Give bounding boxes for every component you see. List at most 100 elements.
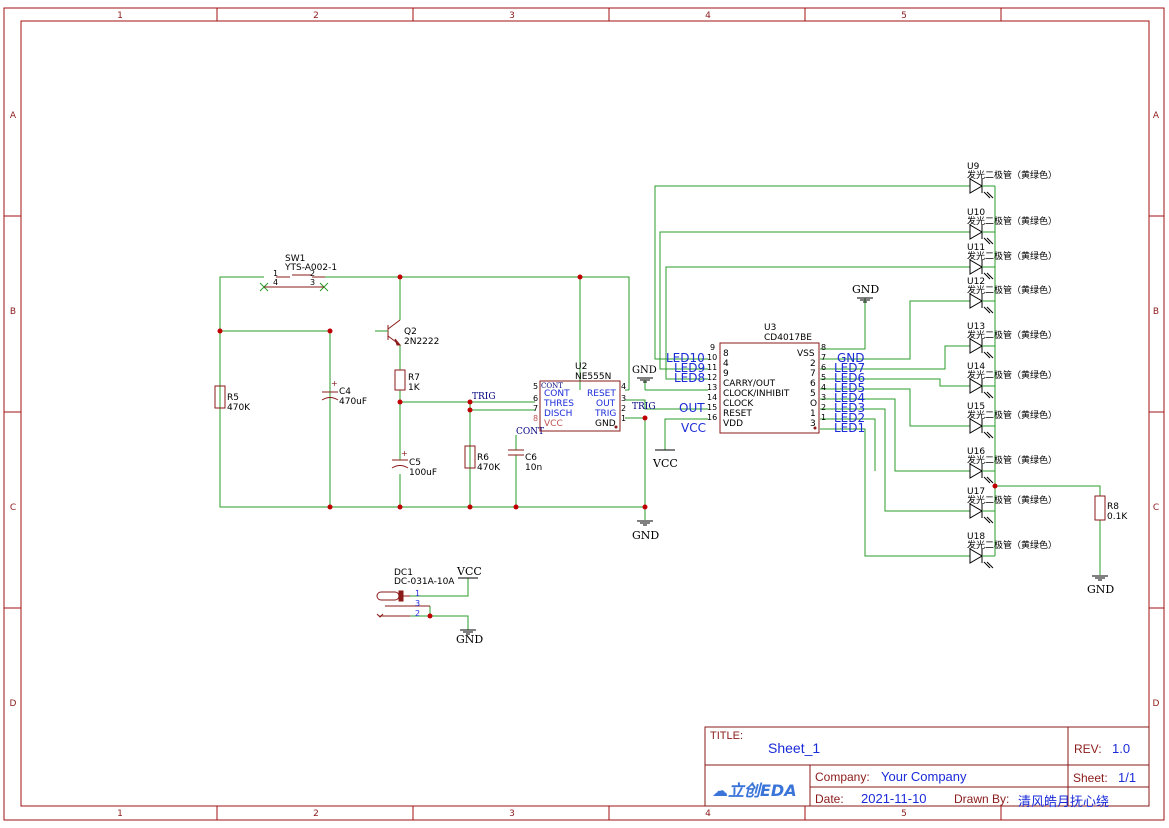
q2-value: 2N2222 <box>404 337 439 347</box>
c5-value: 100uF <box>409 468 437 478</box>
u3-pin-name: O <box>810 399 817 409</box>
led-ref: U13 <box>967 322 985 332</box>
led-ref: U11 <box>967 243 985 253</box>
company-label: Company: <box>815 770 870 784</box>
u3-pin-num: 13 <box>707 383 717 392</box>
date-label: Date: <box>815 792 844 806</box>
rev-value: 1.0 <box>1112 741 1131 756</box>
led-value: 发光二极管（黄绿色） <box>967 169 1057 181</box>
u2-pin-num: 3 <box>621 394 626 403</box>
net-label-led: LED4 <box>834 391 865 405</box>
led-value: 发光二极管（黄绿色） <box>967 250 1057 262</box>
row-label: A <box>1153 111 1160 121</box>
u3-pin-name: 3 <box>810 419 816 429</box>
u3-pin-name: 7 <box>810 369 816 379</box>
net-label-led: LED5 <box>834 381 865 395</box>
logo-text: 立创EDA <box>728 781 797 800</box>
u2-pin-num: 5 <box>533 382 538 391</box>
led-value: 发光二极管（黄绿色） <box>967 494 1057 506</box>
date-value: 2021-11-10 <box>861 791 927 806</box>
net-label-led: LED7 <box>834 361 865 375</box>
switch-sw1: SW1 YTS-A002-1 1 2 4 3 <box>259 254 337 292</box>
ic-u3: U3 CD4017BE 8 4 9 CARRY/OUT CLOCK/INHIBI… <box>666 323 865 435</box>
u3-pin-name: 2 <box>810 359 816 369</box>
u3-pin-name: 6 <box>810 379 816 389</box>
u2-pin-num: 8 <box>533 414 538 423</box>
net-label-gnd: GND <box>852 283 879 296</box>
row-label: C <box>10 503 16 513</box>
col-label: 3 <box>509 11 515 21</box>
row-label: D <box>10 699 17 709</box>
u3-pin-name: VDD <box>723 419 743 429</box>
gnd-symbol <box>1092 575 1108 581</box>
svg-text:+: + <box>401 449 408 458</box>
sw1-pin: 2 <box>310 269 315 278</box>
u3-pin-name: 8 <box>723 349 729 359</box>
capacitor-c5 <box>391 459 409 469</box>
col-label: 1 <box>117 11 123 21</box>
sheet-label: Sheet: <box>1073 771 1108 785</box>
col-label: 2 <box>313 11 319 21</box>
net-label-vcc: VCC <box>652 457 678 470</box>
u2-pin-name: THRES <box>543 399 574 409</box>
col-label: 5 <box>901 11 907 21</box>
u3-pin-name: 9 <box>723 369 729 379</box>
u2-value: NE555N <box>575 372 611 382</box>
dc1-pin: 1 <box>415 589 420 598</box>
dc1-value: DC-031A-10A <box>394 577 455 587</box>
col-label: 5 <box>901 809 907 819</box>
u2-pin-name: RESET <box>587 389 616 399</box>
net-label-gnd: GND <box>632 529 659 542</box>
net-label-vcc: VCC <box>456 565 482 578</box>
u3-pin-name: CLOCK <box>723 399 754 409</box>
title-block <box>704 726 1150 807</box>
u3-ref: U3 <box>764 323 776 333</box>
u2-pin-name: TRIG <box>594 409 616 419</box>
r6-value: 470K <box>477 463 501 473</box>
led-array: U9发光二极管（黄绿色）U10发光二极管（黄绿色）U11发光二极管（黄绿色）U1… <box>967 162 1057 569</box>
u2-pin-name: CONT <box>544 389 570 399</box>
led-ref: U16 <box>967 447 985 457</box>
u3-pin-name: CARRY/OUT <box>723 379 776 389</box>
u2-pin-num: 4 <box>621 382 626 391</box>
u3-pin-num: 2 <box>821 403 826 412</box>
r5-value: 470K <box>227 403 251 413</box>
net-label-out: OUT <box>679 401 705 415</box>
company-name: Your Company <box>881 769 967 784</box>
r5-ref: R5 <box>227 393 239 403</box>
u3-pin-num: 10 <box>707 353 717 362</box>
net-label-led: LED9 <box>674 361 705 375</box>
led-ref: U15 <box>967 402 985 412</box>
u3-pin-num: 12 <box>707 373 717 382</box>
u3-pin-name: RESET <box>723 409 752 419</box>
eda-logo: ☁立创EDA <box>712 777 797 801</box>
r8-value: 0.1K <box>1107 512 1128 522</box>
u3-pin-num: 15 <box>707 403 717 412</box>
led-value: 发光二极管（黄绿色） <box>967 454 1057 466</box>
row-label: C <box>1153 503 1159 513</box>
wires <box>219 185 1101 630</box>
row-label: B <box>1153 307 1159 317</box>
u3-pin-num: 6 <box>821 363 826 372</box>
row-label: A <box>10 111 17 121</box>
sheet-number: 1/1 <box>1118 770 1137 785</box>
sw1-pin: 1 <box>273 269 278 278</box>
net-label-gnd: GND <box>1087 583 1114 596</box>
led-value: 发光二极管（黄绿色） <box>967 539 1057 551</box>
c5-ref: C5 <box>409 458 421 468</box>
net-label-led: LED3 <box>834 401 865 415</box>
u3-pin-name: CLOCK/INHIBIT <box>723 389 790 399</box>
col-label: 4 <box>705 11 711 21</box>
c4-value: 470uF <box>339 397 367 407</box>
resistor-r5 <box>214 385 226 409</box>
net-label-trig: TRIG <box>472 392 496 402</box>
